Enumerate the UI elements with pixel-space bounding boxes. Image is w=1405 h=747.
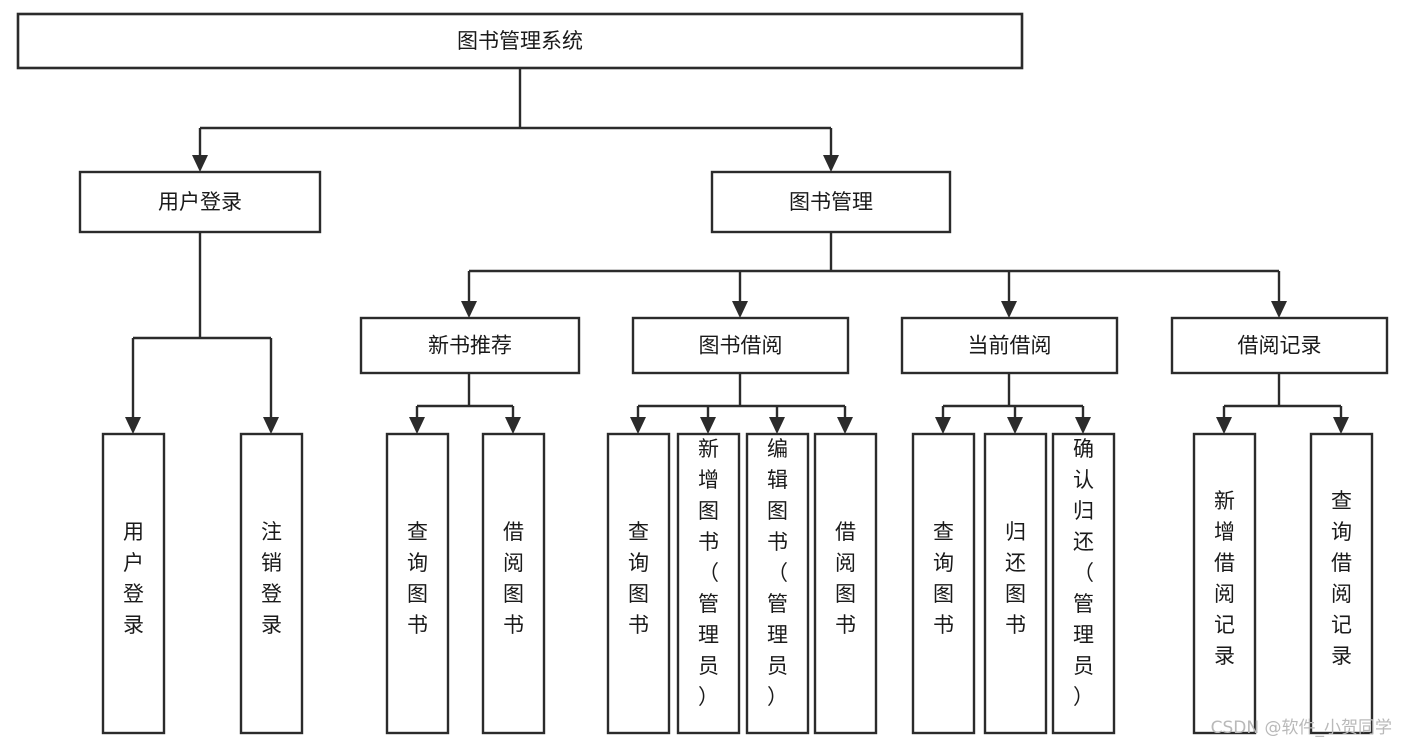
node-leaf-add-borrow-record-box[interactable] xyxy=(1192,432,1257,735)
node-leaf-edit-book-admin[interactable]: 编辑图书（管理员） xyxy=(745,432,810,735)
node-leaf-query-book-label: 查询图书 xyxy=(628,520,649,637)
arrow-head-icon xyxy=(1001,301,1017,318)
node-leaf-borrow-book-rec[interactable]: 借阅图书 xyxy=(481,432,546,735)
node-leaf-user-logout[interactable]: 注销登录 xyxy=(239,432,304,735)
node-book-manage[interactable]: 图书管理 xyxy=(710,170,952,234)
node-leaf-query-book-rec[interactable]: 查询图书 xyxy=(385,432,450,735)
node-leaf-borrow-book-rec-label: 借阅图书 xyxy=(503,520,524,637)
node-leaf-add-borrow-record[interactable]: 新增借阅记录 xyxy=(1192,432,1257,735)
node-leaf-confirm-return-admin[interactable]: 确认归还（管理员） xyxy=(1051,432,1116,735)
node-leaf-confirm-return-admin-box[interactable] xyxy=(1051,432,1116,735)
node-leaf-query-book-box[interactable] xyxy=(606,432,671,735)
node-root-图书管理系统-box[interactable] xyxy=(16,12,1024,70)
node-leaf-query-book-cur-box[interactable] xyxy=(911,432,976,735)
node-leaf-edit-book-admin-box[interactable] xyxy=(745,432,810,735)
node-leaf-query-book-rec-box[interactable] xyxy=(385,432,450,735)
node-borrow-record-label: 借阅记录 xyxy=(1238,334,1322,358)
node-book-borrow-box[interactable] xyxy=(631,316,850,375)
node-leaf-borrow-book-label: 借阅图书 xyxy=(835,520,856,637)
node-new-book-rec-box[interactable] xyxy=(359,316,581,375)
arrow-head-icon xyxy=(700,417,716,434)
arrow-head-icon xyxy=(409,417,425,434)
arrow-head-icon xyxy=(769,417,785,434)
node-leaf-user-logout-box[interactable] xyxy=(239,432,304,735)
arrow-head-icon xyxy=(125,417,141,434)
arrow-head-icon xyxy=(1007,417,1023,434)
arrow-head-icon xyxy=(505,417,521,434)
node-current-borrow-label: 当前借阅 xyxy=(968,334,1052,358)
node-book-manage-box[interactable] xyxy=(710,170,952,234)
node-borrow-record-box[interactable] xyxy=(1170,316,1389,375)
node-leaf-add-book-admin[interactable]: 新增图书（管理员） xyxy=(676,432,741,735)
node-leaf-user-logout-label: 注销登录 xyxy=(261,520,282,637)
arrow-head-icon xyxy=(1271,301,1287,318)
arrow-head-icon xyxy=(263,417,279,434)
node-leaf-borrow-book-rec-box[interactable] xyxy=(481,432,546,735)
csdn-watermark: CSDN @软件_小贺同学 xyxy=(1211,718,1392,738)
node-leaf-confirm-return-admin-label: 确认归还（管理员） xyxy=(1073,437,1094,709)
node-leaf-user-login-box[interactable] xyxy=(101,432,166,735)
node-new-book-rec[interactable]: 新书推荐 xyxy=(359,316,581,375)
node-leaf-user-login-label: 用户登录 xyxy=(123,520,144,637)
node-user-login-label: 用户登录 xyxy=(158,190,242,214)
arrow-head-icon xyxy=(732,301,748,318)
node-leaf-add-borrow-record-label: 新增借阅记录 xyxy=(1214,489,1235,668)
arrow-head-icon xyxy=(1075,417,1091,434)
node-leaf-add-book-admin-box[interactable] xyxy=(676,432,741,735)
node-leaf-return-book-box[interactable] xyxy=(983,432,1048,735)
node-leaf-query-borrow-record-box[interactable] xyxy=(1309,432,1374,735)
node-user-login-box[interactable] xyxy=(78,170,322,234)
node-book-borrow[interactable]: 图书借阅 xyxy=(631,316,850,375)
node-leaf-borrow-book[interactable]: 借阅图书 xyxy=(813,432,878,735)
node-root-图书管理系统[interactable]: 图书管理系统 xyxy=(16,12,1024,70)
node-leaf-return-book[interactable]: 归还图书 xyxy=(983,432,1048,735)
arrow-head-icon xyxy=(1333,417,1349,434)
node-book-borrow-label: 图书借阅 xyxy=(699,334,783,358)
arrow-head-icon xyxy=(1216,417,1232,434)
node-new-book-rec-label: 新书推荐 xyxy=(428,334,512,358)
node-leaf-borrow-book-box[interactable] xyxy=(813,432,878,735)
arrow-head-icon xyxy=(935,417,951,434)
node-leaf-user-login[interactable]: 用户登录 xyxy=(101,432,166,735)
node-leaf-query-book-cur-label: 查询图书 xyxy=(933,520,954,637)
node-leaf-query-book-cur[interactable]: 查询图书 xyxy=(911,432,976,735)
node-current-borrow[interactable]: 当前借阅 xyxy=(900,316,1119,375)
node-leaf-return-book-label: 归还图书 xyxy=(1005,520,1026,637)
arrow-head-icon xyxy=(461,301,477,318)
node-leaf-edit-book-admin-label: 编辑图书（管理员） xyxy=(767,437,788,709)
arrow-head-icon xyxy=(823,155,839,172)
node-borrow-record[interactable]: 借阅记录 xyxy=(1170,316,1389,375)
node-leaf-query-book[interactable]: 查询图书 xyxy=(606,432,671,735)
node-root-图书管理系统-label: 图书管理系统 xyxy=(457,29,583,53)
arrow-head-icon xyxy=(192,155,208,172)
node-leaf-query-book-rec-label: 查询图书 xyxy=(407,520,428,637)
arrow-head-icon xyxy=(630,417,646,434)
node-leaf-add-book-admin-label: 新增图书（管理员） xyxy=(698,437,719,709)
node-user-login[interactable]: 用户登录 xyxy=(78,170,322,234)
arrow-head-icon xyxy=(837,417,853,434)
node-leaf-query-borrow-record-label: 查询借阅记录 xyxy=(1331,489,1352,668)
node-current-borrow-box[interactable] xyxy=(900,316,1119,375)
node-book-manage-label: 图书管理 xyxy=(789,190,873,214)
node-leaf-query-borrow-record[interactable]: 查询借阅记录 xyxy=(1309,432,1374,735)
